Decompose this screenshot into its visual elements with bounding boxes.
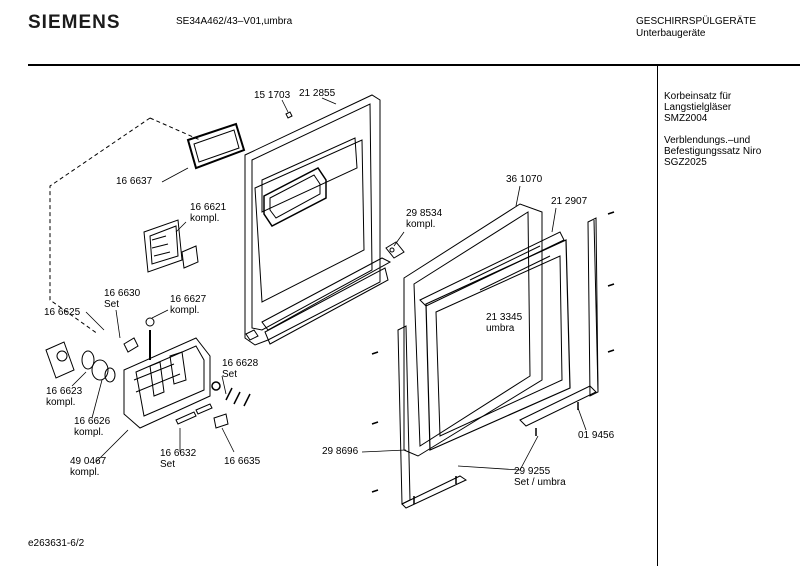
part-label-212855: 21 2855: [299, 88, 336, 99]
part-label-166630: 16 6630 Set: [104, 288, 141, 310]
sidebar-note-basket-insert: Korbeinsatz für Langstielgläser SMZ2004: [664, 91, 732, 124]
part-label-166628: 16 6628 Set: [222, 358, 259, 380]
part-label-019456: 01 9456: [578, 430, 615, 441]
screws: [371, 211, 615, 504]
part-label-166627: 16 6627 kompl.: [170, 294, 207, 316]
part-label-361070: 36 1070: [506, 174, 543, 185]
sidebar-note-panel-kit: Verblendungs.–und Befestigungssatz Niro …: [664, 135, 762, 168]
part-label-166637: 16 6637: [116, 176, 153, 187]
ring-166623: [81, 350, 95, 370]
hinge-bracket-298534: [385, 241, 405, 259]
model-number: SE34A462/43–V01,umbra: [176, 16, 293, 27]
part-label-298696: 29 8696: [322, 446, 359, 457]
part-label-166626: 16 6626 kompl.: [74, 416, 111, 438]
inner-door-panel: [244, 94, 392, 346]
clip-left: [245, 329, 259, 341]
part-label-213345: 21 3345 umbra: [486, 312, 523, 334]
knob-166625: [45, 341, 75, 379]
springs-166628: [211, 381, 251, 407]
sidebar-divider: [657, 66, 658, 566]
part-label-490467: 49 0467 kompl.: [70, 456, 107, 478]
category-subtitle: Unterbaugeräte: [636, 28, 706, 39]
brand-logo: SIEMENS: [28, 12, 121, 33]
dispenser-cover-166621: [143, 219, 199, 273]
part-label-166635: 16 6635: [224, 456, 261, 467]
category-title: GESCHIRRSPÜLGERÄTE: [636, 16, 757, 27]
part-label-212907: 21 2907: [551, 196, 588, 207]
part-label-166623: 16 6623 kompl.: [46, 386, 83, 408]
outer-door-frame: [403, 203, 571, 457]
side-rail-212907: [587, 217, 599, 397]
document-code: e263631-6/2: [28, 538, 85, 549]
left-rail-298696: [397, 325, 468, 509]
part-label-298534: 29 8534 kompl.: [406, 208, 443, 230]
levers-166632: [175, 403, 213, 425]
part-label-299255: 29 9255 Set / umbra: [514, 466, 566, 488]
leader-lines: [71, 97, 587, 471]
part-label-166625: 16 6625: [44, 307, 81, 318]
spring-166626: [91, 359, 109, 381]
sensor-166635: [213, 413, 229, 429]
screw-151703: [285, 111, 293, 119]
lever-166630: [123, 337, 139, 353]
seal-frame-166637: [186, 122, 246, 170]
switch-housing-490467: [123, 337, 211, 429]
part-label-166621: 16 6621 kompl.: [190, 202, 227, 224]
header-rule: [28, 64, 800, 66]
dashed-assembly-line: [49, 117, 151, 335]
bottom-trim-299255: [519, 385, 597, 427]
part-label-166632: 16 6632 Set: [160, 448, 197, 470]
part-label-151703: 15 1703: [254, 90, 291, 101]
